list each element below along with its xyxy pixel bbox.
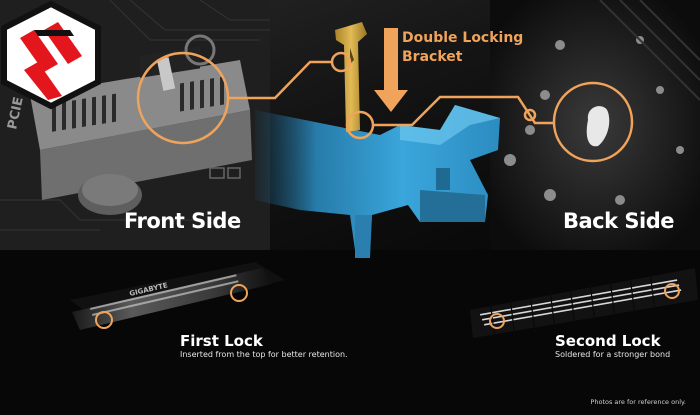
callout-lines <box>136 51 634 163</box>
first-lock-photo: GIGABYTE <box>70 262 285 330</box>
front-side-label: Front Side <box>124 209 241 233</box>
back-side-label: Back Side <box>563 209 675 233</box>
first-lock-title: First Lock <box>180 332 263 350</box>
bracket-label-line2: Bracket <box>402 49 463 65</box>
second-lock-title: Second Lock <box>555 332 661 350</box>
first-lock-callout-right <box>230 284 248 302</box>
first-lock-callout-left <box>95 311 113 329</box>
disclaimer-note: Photos are for reference only. <box>590 398 686 406</box>
second-lock-callout-left <box>489 313 505 329</box>
back-side-photo <box>490 0 700 250</box>
solder-point <box>586 106 610 147</box>
bracket-label-line1: Double Locking <box>402 30 524 46</box>
double-locking-bracket-label: Double Locking Bracket <box>402 29 523 67</box>
down-arrow-icon <box>374 28 408 112</box>
first-lock-description: Inserted from the top for better retenti… <box>180 350 348 359</box>
second-lock-photo <box>470 268 698 341</box>
blue-bracket-render <box>255 105 500 258</box>
second-lock-description: Soldered for a stronger bond <box>555 350 671 359</box>
brand-logo <box>1 0 101 110</box>
second-lock-callout-right <box>664 283 680 299</box>
pcie-silkscreen: PCIE <box>5 96 26 131</box>
